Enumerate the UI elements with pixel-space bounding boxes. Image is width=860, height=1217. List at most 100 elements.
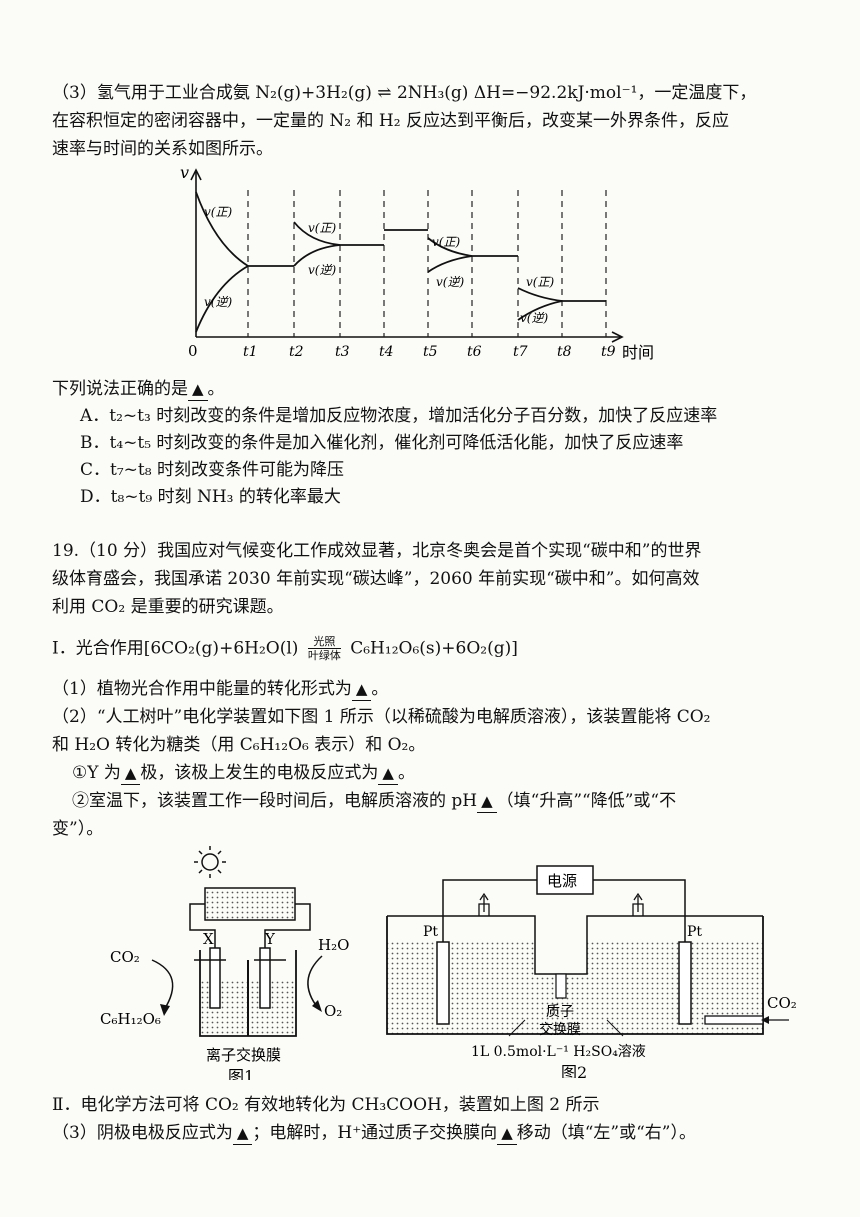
tick-t2: t2	[289, 344, 304, 360]
curve-forward-t2-t3	[293, 221, 341, 246]
answer-blank: ▲	[477, 790, 497, 813]
sub2-line2: 和 H₂O 转化为糖类（用 C₆H₁₂O₆ 表示）和 O₂。	[52, 735, 426, 755]
answer-marker: ▲	[192, 380, 204, 398]
x-axis-arrow	[611, 331, 624, 343]
label-h2o-in: H₂O	[318, 936, 349, 954]
sub2-item1-b: 极，该极上发生的电极反应式为	[140, 763, 379, 783]
answer-marker: ▲	[501, 1124, 513, 1142]
gas-outlet-left	[478, 892, 490, 916]
sub2-item2-c: 变”）。	[52, 819, 104, 839]
sub1-text: （1）植物光合作用中能量的转化形式为	[52, 679, 352, 699]
q19-line1: 19.（10 分）我国应对气候变化工作成效显著，北京冬奥会是首个实现“碳中和”的…	[52, 541, 702, 561]
answer-blank: ▲	[120, 762, 141, 785]
curve-reverse-0-t1	[195, 265, 249, 333]
figure-1-artificial-leaf: X Y CO₂ C₆H₁₂O₆ H₂O O₂ 离子交换膜 图1	[100, 846, 349, 1080]
part1-suffix: C₆H₁₂O₆(s)+6O₂(g)]	[350, 638, 518, 659]
label-y: Y	[264, 930, 276, 948]
origin-label: 0	[188, 342, 198, 360]
condition-above: 光照	[307, 636, 341, 649]
curve-forward-0-t1	[195, 191, 249, 267]
sub2-line1: （2）“人工树叶”电化学装置如下图 1 所示（以稀硫酸为电解质溶液），该装置能将…	[52, 707, 711, 727]
label-reverse-3: v(逆)	[436, 275, 464, 289]
q3-intro-line3: 速率与时间的关系如图所示。	[52, 139, 273, 159]
answer-blank: ▲	[351, 678, 372, 701]
answer-marker: ▲	[382, 764, 394, 782]
label-pt-left: Pt	[423, 924, 438, 940]
answer-blank: ▲	[232, 1122, 253, 1145]
sub2-item2-a: ②室温下，该装置工作一段时间后，电解质溶液的 pH	[72, 791, 478, 811]
label-reverse-2: v(逆)	[308, 263, 336, 277]
electrode-y	[259, 947, 271, 1009]
curve-reverse-t2-t3	[293, 244, 341, 267]
gas-outlet-right	[632, 892, 644, 916]
label-membrane-2: 交换膜	[539, 1021, 581, 1038]
label-reverse-4: v(逆)	[520, 311, 548, 325]
electrolyte	[387, 942, 763, 1034]
wire-left	[189, 903, 216, 948]
label-solution: 1L 0.5mol·L⁻¹ H₂SO₄溶液	[471, 1044, 646, 1060]
label-reverse-1: v(逆)	[204, 295, 232, 309]
label-co2-in: CO₂	[110, 948, 140, 966]
figure-1-caption: 图1	[228, 1067, 254, 1080]
q3-question: 下列说法正确的是▲。	[52, 379, 225, 401]
tick-t8: t8	[557, 344, 572, 360]
label-forward-4: v(正)	[526, 275, 554, 289]
curve-reverse-t5-t6	[427, 255, 473, 273]
tank	[386, 916, 764, 1035]
y-axis-arrow	[190, 168, 202, 181]
y-axis-label: v	[180, 163, 189, 182]
tick-t3: t3	[335, 344, 350, 360]
label-x: X	[203, 930, 214, 948]
option-c: C．t₇~t₈ 时刻改变条件可能为降压	[80, 460, 344, 480]
wire-left	[442, 879, 537, 951]
wire-right	[264, 903, 311, 948]
pt-electrode-left	[436, 941, 450, 1025]
sub2-item2: ②室温下，该装置工作一段时间后，电解质溶液的 pH▲（填“升高”“降低”或“不	[72, 790, 676, 813]
power-source	[536, 865, 594, 895]
tick-t5: t5	[423, 344, 438, 360]
label-power: 电源	[547, 872, 577, 890]
answer-marker: ▲	[355, 680, 368, 698]
answer-blank: ▲	[497, 1122, 517, 1145]
sun-icon	[194, 846, 226, 878]
option-d: D．t₈~t₉ 时刻 NH₃ 的转化率最大	[80, 487, 341, 507]
sub2-item2-b: （填“升高”“降低”或“不	[496, 791, 677, 811]
tick-t9: t9	[601, 344, 616, 360]
answer-marker: ▲	[236, 1124, 249, 1142]
wire-right	[593, 879, 686, 951]
proton-exchange-membrane	[555, 973, 567, 999]
tick-t6: t6	[467, 344, 482, 360]
label-forward-2: v(正)	[308, 221, 336, 235]
label-glucose-out: C₆H₁₂O₆	[100, 1010, 161, 1028]
figure-2-caption: 图2	[561, 1063, 587, 1078]
label-membrane: 离子交换膜	[206, 1046, 281, 1064]
sub3-a: （3）阴极电极反应式为	[52, 1123, 233, 1143]
curve-reverse-t7-t8	[517, 300, 563, 321]
curve-forward-t5-t6	[427, 237, 473, 257]
part2-text: Ⅱ．电化学方法可将 CO₂ 有效地转化为 CH₃COOH，装置如上图 2 所示	[52, 1095, 600, 1115]
option-b: B．t₄~t₅ 时刻改变的条件是加入催化剂，催化剂可降低活化能，加快了反应速率	[80, 433, 684, 453]
q19-line2: 级体育盛会，我国承诺 2030 年前实现“碳达峰”，2060 年前实现“碳中和”…	[52, 569, 700, 589]
condition-below: 叶绿体	[307, 649, 341, 662]
arrow-right	[307, 955, 323, 1009]
label-membrane-1: 质子	[546, 1004, 574, 1020]
arrow-left	[151, 959, 174, 1011]
sub2-item1-a: ①Y 为	[72, 763, 121, 783]
electrode-x	[209, 947, 221, 1009]
sub-question-3: （3）阴极电极反应式为▲；电解时，H⁺通过质子交换膜向▲移动（填“左”或“右”）…	[52, 1122, 696, 1145]
q3-question-text: 下列说法正确的是	[52, 379, 188, 399]
figure-2-electrolysis-cell: 电源 Pt Pt CO₂ 质子 交换膜 1L 0.5mol·L⁻¹ H₂SO₄溶…	[386, 865, 797, 1078]
answer-marker: ▲	[481, 792, 493, 810]
tick-t4: t4	[379, 344, 394, 360]
sub3-c: 移动（填“左”或“右”）。	[516, 1123, 696, 1143]
solar-panel	[204, 887, 296, 921]
q3-intro-line1: （3）氢气用于工业合成氨 N₂(g)+3H₂(g) ⇌ 2NH₃(g) ΔH=−…	[52, 83, 757, 103]
sub-question-1: （1）植物光合作用中能量的转化形式为▲。	[52, 678, 389, 701]
label-o2-out: O₂	[324, 1002, 342, 1020]
label-forward-3: v(正)	[432, 235, 460, 249]
sub2-item1: ①Y 为▲极，该极上发生的电极反应式为▲。	[72, 762, 415, 785]
reaction-condition: 光照 叶绿体	[307, 636, 341, 662]
option-a: A．t₂~t₃ 时刻改变的条件是增加反应物浓度，增加活化分子百分数，加快了反应速…	[80, 406, 718, 426]
part1-prefix: Ⅰ．光合作用[6CO₂(g)+6H₂O(l)	[52, 638, 299, 659]
gas-inlet-pipe	[704, 1015, 764, 1025]
